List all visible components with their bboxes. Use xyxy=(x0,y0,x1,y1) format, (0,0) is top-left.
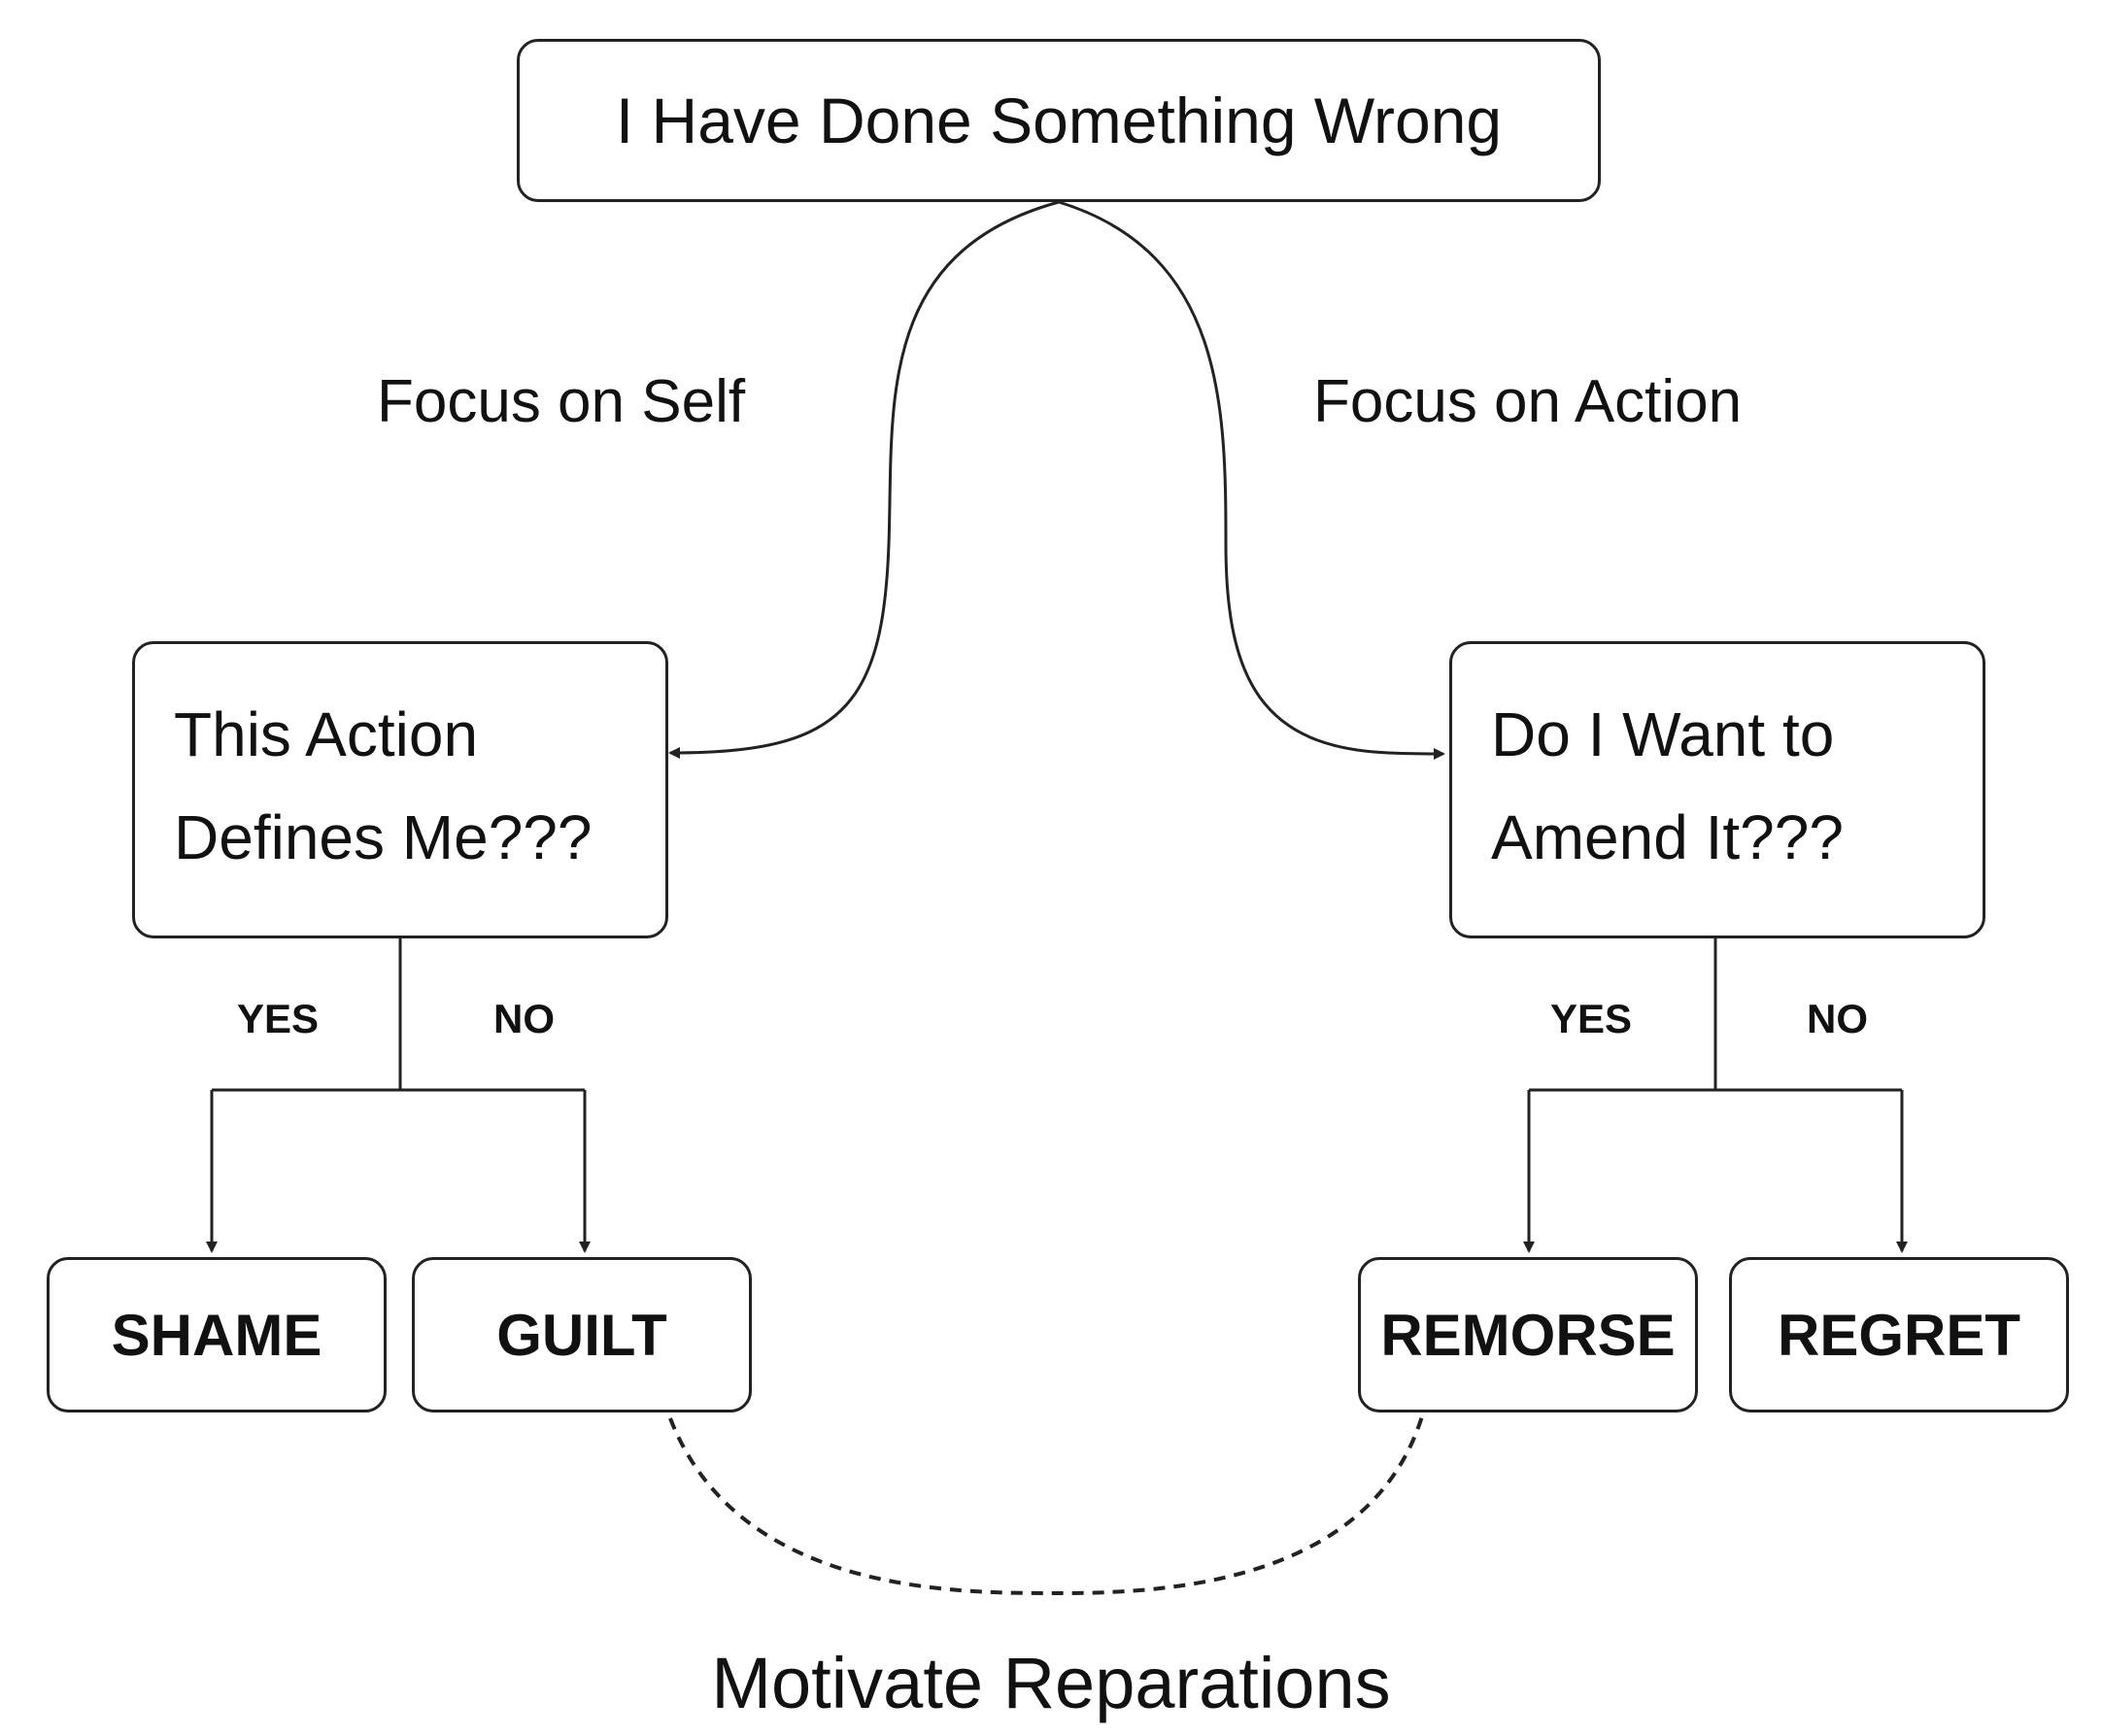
focus-on-self-label: Focus on Self xyxy=(377,368,746,435)
outcome-shame: SHAME xyxy=(47,1257,387,1413)
outcome-guilt: GUILT xyxy=(412,1257,752,1413)
outcome-regret: REGRET xyxy=(1729,1257,2069,1413)
question-node-action: Do I Want to Amend It??? xyxy=(1449,641,1985,938)
connector-root-to-self xyxy=(668,200,1060,759)
no-label-left: NO xyxy=(493,996,555,1041)
yes-label-left: YES xyxy=(237,996,320,1041)
connector-root-to-action xyxy=(1058,200,1445,760)
focus-on-action-label: Focus on Action xyxy=(1313,368,1743,435)
yes-label-right: YES xyxy=(1550,996,1633,1041)
outcome-regret-label: REGRET xyxy=(1777,1302,2021,1368)
dashed-reparation-arc xyxy=(668,1415,1424,1596)
question-self-line-1: This Action xyxy=(174,699,479,769)
question-self-line-2: Defines Me??? xyxy=(174,802,593,872)
question-action-line-2: Amend It??? xyxy=(1491,802,1844,872)
motivate-reparations-label: Motivate Reparations xyxy=(711,1643,1391,1723)
outcome-shame-label: SHAME xyxy=(111,1302,322,1368)
question-action-line-1: Do I Want to xyxy=(1491,699,1835,769)
outcome-remorse: REMORSE xyxy=(1358,1257,1698,1413)
no-label-right: NO xyxy=(1807,996,1868,1041)
outcome-remorse-label: REMORSE xyxy=(1380,1302,1676,1368)
outcome-guilt-label: GUILT xyxy=(496,1302,667,1368)
question-node-self: This Action Defines Me??? xyxy=(132,641,668,938)
root-node-label: I Have Done Something Wrong xyxy=(615,85,1503,156)
root-node: I Have Done Something Wrong xyxy=(517,39,1601,202)
